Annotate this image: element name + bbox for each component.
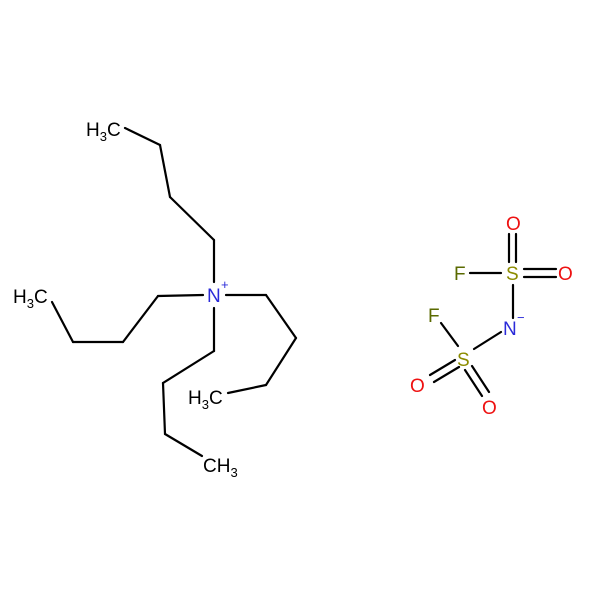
positive-charge: + [221, 277, 229, 292]
bond-c14-c15 [161, 381, 167, 436]
sulfur-bottom: S [457, 350, 470, 371]
bond-f2-s2 [439, 321, 460, 348]
bond-c7-c8 [121, 294, 160, 344]
bond-c15-c16 [163, 432, 204, 458]
bond-s2-o3-a [428, 358, 457, 377]
bond-c13-c14 [161, 349, 216, 385]
oxygen-right: O [558, 264, 573, 285]
oxygen-left: O [410, 376, 425, 397]
methyl-label-left: H3C [13, 287, 48, 311]
anion-bonds [428, 232, 558, 398]
bond-c9-c10 [264, 293, 298, 340]
bond-s2-o3-b [432, 365, 461, 384]
methyl-label-top: H3C [86, 120, 121, 144]
bond-c2-c3 [158, 143, 172, 199]
cation-bonds [50, 126, 298, 458]
bond-s2-o4-b [470, 364, 491, 394]
oxygen-top: O [506, 214, 521, 235]
bond-c11-c12 [226, 383, 268, 395]
bond-n-s2 [472, 330, 503, 351]
ammonium-nitrogen: N [207, 286, 221, 307]
cation-labels: H3C H3C H3C CH3 N + [13, 120, 238, 480]
anion-labels: O F S O N − F S O O [410, 214, 573, 419]
bond-c10-c11 [264, 336, 298, 387]
bond-c3-c4 [168, 195, 216, 242]
bond-c5-c6 [50, 300, 75, 344]
methyl-label-bottom: CH3 [203, 456, 238, 480]
oxygen-bottom: O [482, 398, 497, 419]
bond-s2-o4-a [463, 368, 484, 398]
sulfur-top: S [506, 264, 519, 285]
bond-c8-n [156, 293, 205, 298]
imide-nitrogen: N [503, 319, 517, 340]
fluorine-bottom: F [428, 306, 440, 327]
negative-charge: − [517, 310, 525, 325]
bond-c1-c2 [123, 126, 162, 147]
methyl-label-right: H3C [188, 388, 223, 412]
fluorine-top: F [454, 264, 466, 285]
